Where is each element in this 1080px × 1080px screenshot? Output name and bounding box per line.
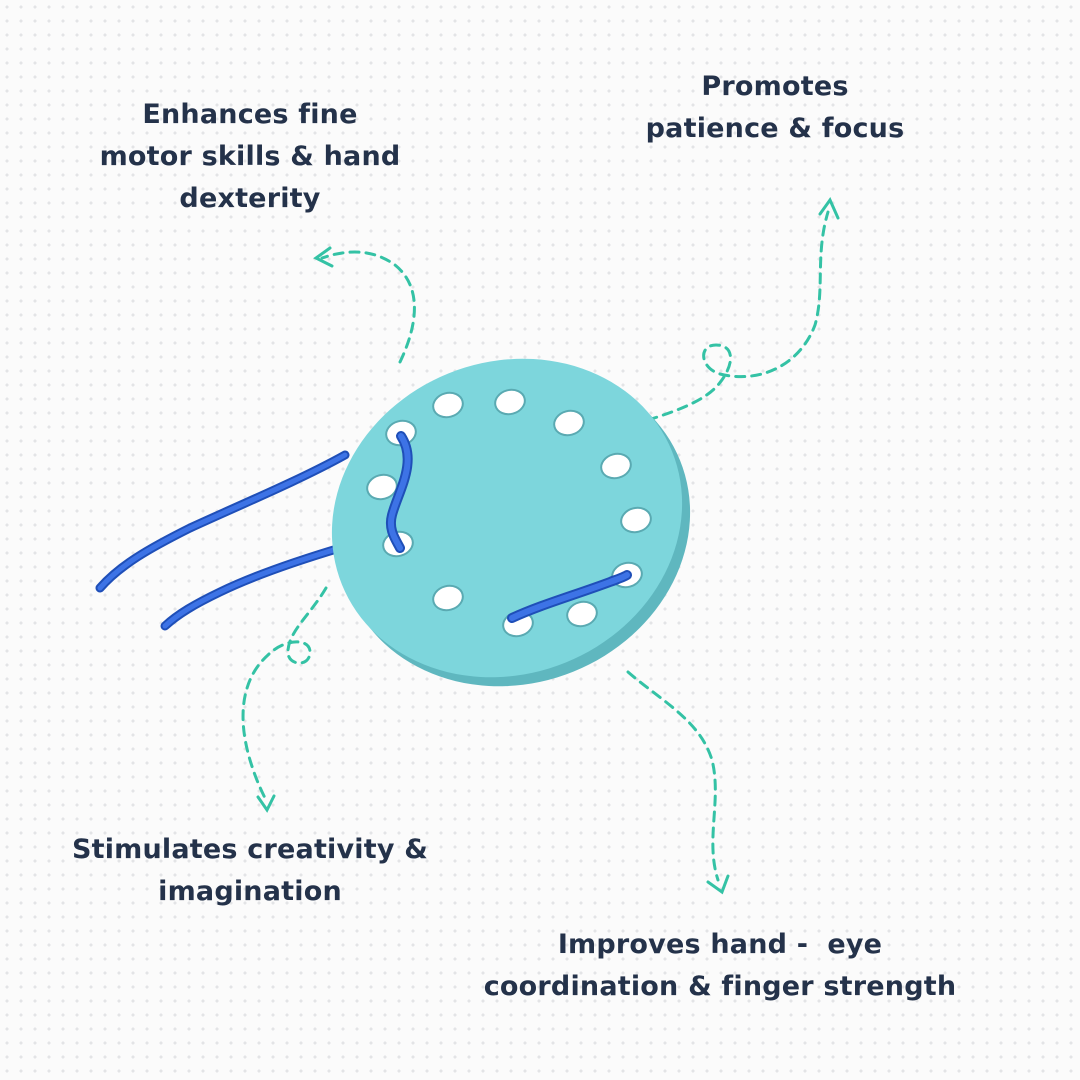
lacing-disc xyxy=(331,358,691,687)
arrow-bottom-right xyxy=(626,670,730,895)
benefit-line: coordination & finger strength xyxy=(483,971,957,1002)
benefit-patience-focus: Promotes patience & focus xyxy=(610,66,940,150)
benefit-line: dexterity xyxy=(179,183,321,214)
benefit-line: Improves hand - eye xyxy=(557,929,883,960)
benefit-line: Stimulates creativity & xyxy=(71,834,429,865)
arrow-bottom-left xyxy=(241,586,328,813)
benefit-creativity-imagination: Stimulates creativity & imagination xyxy=(40,829,460,913)
benefit-line: Enhances fine xyxy=(142,99,358,130)
lace-strands xyxy=(95,450,350,631)
benefit-line: Promotes xyxy=(701,71,849,102)
arrow-top-left xyxy=(313,246,416,364)
benefit-hand-eye-coordination: Improves hand - eye coordination & finge… xyxy=(460,924,980,1008)
benefit-line: motor skills & hand xyxy=(99,141,401,172)
benefit-line: patience & focus xyxy=(645,113,905,144)
benefit-fine-motor-skills: Enhances fine motor skills & hand dexter… xyxy=(80,94,420,220)
benefit-line: imagination xyxy=(158,876,342,907)
arrow-top-right xyxy=(646,196,840,422)
